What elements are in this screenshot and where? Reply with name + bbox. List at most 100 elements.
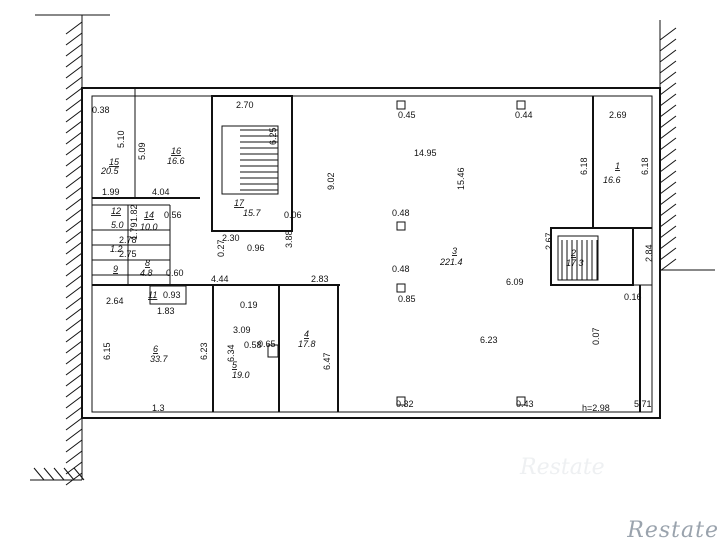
dimension-label: 6.15 — [102, 342, 112, 360]
hatch-line — [659, 126, 677, 140]
room-area: 19.0 — [232, 370, 250, 380]
hatch-line — [65, 164, 83, 178]
dimension-label: 0.43 — [516, 399, 534, 409]
hatch-line — [65, 274, 83, 288]
dimension-label: 0.19 — [240, 300, 258, 310]
dimension-label: 6.18 — [640, 157, 650, 175]
dimension-label: 2.67 — [544, 232, 554, 250]
room-number: 11 — [148, 290, 157, 300]
hatch-line — [65, 439, 83, 453]
room-area: 5.0 — [111, 220, 124, 230]
hatch-line — [65, 384, 83, 398]
room-number: 4 — [304, 329, 309, 339]
dimension-label: 1.83 — [157, 306, 175, 316]
room-area: 221.4 — [439, 257, 463, 267]
room-area: 15.7 — [243, 208, 262, 218]
hatch-line — [65, 428, 83, 442]
dimension-label: 0.07 — [591, 327, 601, 345]
room-area: 20.5 — [100, 166, 120, 176]
hatch-line — [659, 148, 677, 162]
dimension-label: 6.23 — [199, 342, 209, 360]
dimension-label: 6.09 — [506, 277, 524, 287]
hatch-line — [659, 203, 677, 217]
dimension-label: 2.30 — [222, 233, 240, 243]
hatch-line — [65, 21, 83, 35]
hatch-line — [65, 175, 83, 189]
hatch-line — [65, 241, 83, 255]
hatch-line — [659, 236, 677, 250]
hatch-line — [65, 87, 83, 101]
dimension-label: 4.04 — [152, 187, 170, 197]
watermark-faint: Restate — [520, 455, 605, 480]
hatch-line — [659, 181, 677, 195]
hatch-line — [659, 60, 677, 74]
room-area: 17.8 — [298, 339, 316, 349]
dimension-label: 1.79 — [129, 222, 139, 240]
hatch-line — [65, 406, 83, 420]
hatch-line — [659, 159, 677, 173]
dimension-label: 6.25 — [268, 127, 278, 145]
dimension-label: 5.71 — [634, 399, 652, 409]
dimension-label: 2.70 — [236, 100, 254, 110]
dimension-label: 0.44 — [515, 110, 533, 120]
room-area: 10.0 — [140, 222, 158, 232]
room-area: 17.3 — [566, 258, 584, 268]
dimension-label: 14.95 — [414, 148, 437, 158]
room-area: 33.7 — [150, 354, 169, 364]
dimension-label: 5.10 — [116, 130, 126, 148]
hatch-line — [65, 230, 83, 244]
hatch-line — [659, 225, 677, 239]
dimension-label: 0.06 — [284, 210, 302, 220]
room-area: 16.6 — [603, 175, 621, 185]
hatch-line — [65, 208, 83, 222]
hatch-line — [659, 247, 677, 261]
room-number: 3 — [452, 246, 457, 256]
dimension-label: 2.78 — [119, 235, 137, 245]
hatch-line — [659, 214, 677, 228]
hatch-line — [65, 98, 83, 112]
room-number: 5 — [232, 360, 238, 370]
outer-walls — [81, 87, 661, 419]
hatch-line — [65, 186, 83, 200]
hatch-line — [65, 362, 83, 376]
left-hatched-wall — [30, 14, 110, 486]
hatch-line — [65, 307, 83, 321]
dimension-label: 1.82 — [129, 204, 139, 222]
hatch-line — [659, 93, 677, 107]
dimension-label: 0.58 — [244, 340, 262, 350]
dimension-label: 0.32 — [396, 399, 414, 409]
dimension-label: 3.88 — [284, 230, 294, 248]
dimension-label: 6.47 — [322, 352, 332, 370]
hatch-line — [65, 395, 83, 409]
hatch-line — [65, 296, 83, 310]
hatch-line — [65, 450, 83, 464]
dimension-label: 4.44 — [211, 274, 229, 284]
dimension-label: 2.84 — [644, 244, 654, 262]
dimension-label: 0.85 — [398, 294, 416, 304]
hatch-line — [65, 252, 83, 266]
hatch-line — [659, 115, 677, 129]
dimension-label: 2.69 — [609, 110, 627, 120]
hatch-line — [659, 82, 677, 96]
hatch-line — [65, 351, 83, 365]
dimension-label: 0.96 — [247, 243, 265, 253]
hatch-line — [65, 120, 83, 134]
room-area: 4.8 — [140, 268, 153, 278]
hatch-line — [659, 192, 677, 206]
hatch-line — [659, 258, 677, 272]
hatch-line — [65, 65, 83, 79]
hatch-line — [659, 137, 677, 151]
room-number: 6 — [153, 344, 158, 354]
hatch-line — [659, 104, 677, 118]
dimension-label: 1.3 — [152, 403, 165, 413]
hatch-line — [65, 285, 83, 299]
hatch-line — [65, 263, 83, 277]
dimension-label: 2.64 — [106, 296, 124, 306]
dimension-label: 2.83 — [311, 274, 329, 284]
dimension-label: 6.23 — [480, 335, 498, 345]
hatch-line — [65, 109, 83, 123]
hatch-line — [73, 467, 85, 481]
hatch-line — [43, 467, 55, 481]
dimension-label: 0.48 — [392, 264, 410, 274]
